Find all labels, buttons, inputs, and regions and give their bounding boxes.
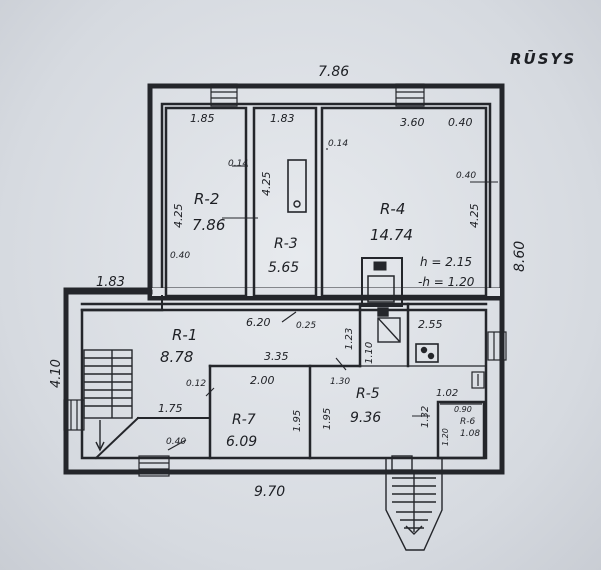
interior-walls (80, 106, 488, 460)
chimney-column (287, 159, 307, 213)
entrance-stairs (385, 455, 443, 551)
room-r2-id: R-2 (194, 190, 219, 208)
dimension-lines (167, 148, 498, 451)
svg-text:2.55: 2.55 (418, 318, 443, 331)
svg-text:4.25: 4.25 (468, 204, 481, 229)
svg-text:1.20: 1.20 (441, 428, 450, 446)
svg-text:1.75: 1.75 (158, 402, 183, 415)
svg-text:0.14: 0.14 (228, 159, 248, 169)
svg-text:0.40: 0.40 (166, 437, 186, 447)
sheet-header: RŪSYS (510, 48, 576, 68)
room-r1-area: 8.78 (160, 348, 193, 366)
dim-bottom-width: 9.70 (254, 484, 285, 500)
svg-text:6.20: 6.20 (246, 316, 271, 329)
svg-text:1.32: 1.32 (420, 406, 431, 428)
bathroom-fixtures (440, 371, 485, 405)
dim-left-height: 4.10 (49, 359, 64, 388)
room-r7-area: 6.09 (226, 434, 257, 450)
svg-text:1.95: 1.95 (322, 408, 333, 430)
svg-text:1.85: 1.85 (190, 112, 215, 125)
room-dimensions: 1.85 1.83 3.60 0.40 4.25 4.25 4.25 0.40 … (158, 112, 481, 447)
svg-text:1.02: 1.02 (436, 388, 458, 399)
dim-top-width: 7.86 (318, 64, 349, 80)
svg-text:4.25: 4.25 (260, 172, 273, 197)
height-note-2: -h = 1.20 (418, 275, 475, 289)
svg-text:1.10: 1.10 (364, 342, 375, 364)
svg-text:4.25: 4.25 (172, 204, 185, 229)
svg-text:3.35: 3.35 (264, 350, 289, 363)
svg-text:0.40: 0.40 (448, 116, 473, 129)
svg-text:0.14: 0.14 (328, 139, 348, 149)
svg-text:0.90: 0.90 (454, 405, 472, 414)
kitchen-stove (377, 307, 439, 363)
svg-text:0.12: 0.12 (186, 379, 206, 389)
svg-text:1.30: 1.30 (330, 377, 350, 387)
room-r2-area: 7.86 (192, 216, 225, 234)
svg-text:2.00: 2.00 (250, 374, 275, 387)
room-r3-area: 5.65 (268, 260, 299, 276)
room-r6-id: R-6 (460, 417, 476, 427)
room-r7-id: R-7 (232, 412, 256, 428)
stove (361, 257, 403, 307)
room-r3-id: R-3 (274, 236, 298, 252)
dim-upper-step: 1.83 (96, 275, 125, 290)
svg-text:1.83: 1.83 (270, 112, 295, 125)
svg-text:0.40: 0.40 (456, 171, 476, 181)
room-r4-area: 14.74 (370, 226, 413, 244)
svg-text:1.23: 1.23 (344, 328, 355, 350)
svg-text:3.60: 3.60 (400, 116, 425, 129)
dim-right-height: 8.60 (512, 241, 528, 272)
room-r4-id: R-4 (380, 200, 405, 218)
svg-text:1.95: 1.95 (292, 410, 303, 432)
interior-stairs (83, 349, 133, 452)
room-r5-id: R-5 (356, 386, 380, 402)
room-r6-area: 1.08 (460, 429, 480, 439)
height-note-1: h = 2.15 (420, 255, 472, 269)
room-r5-area: 9.36 (350, 410, 381, 426)
room-r1-id: R-1 (172, 326, 197, 344)
svg-text:0.25: 0.25 (296, 321, 316, 331)
outer-walls (63, 83, 505, 475)
svg-text:0.40: 0.40 (170, 251, 190, 261)
